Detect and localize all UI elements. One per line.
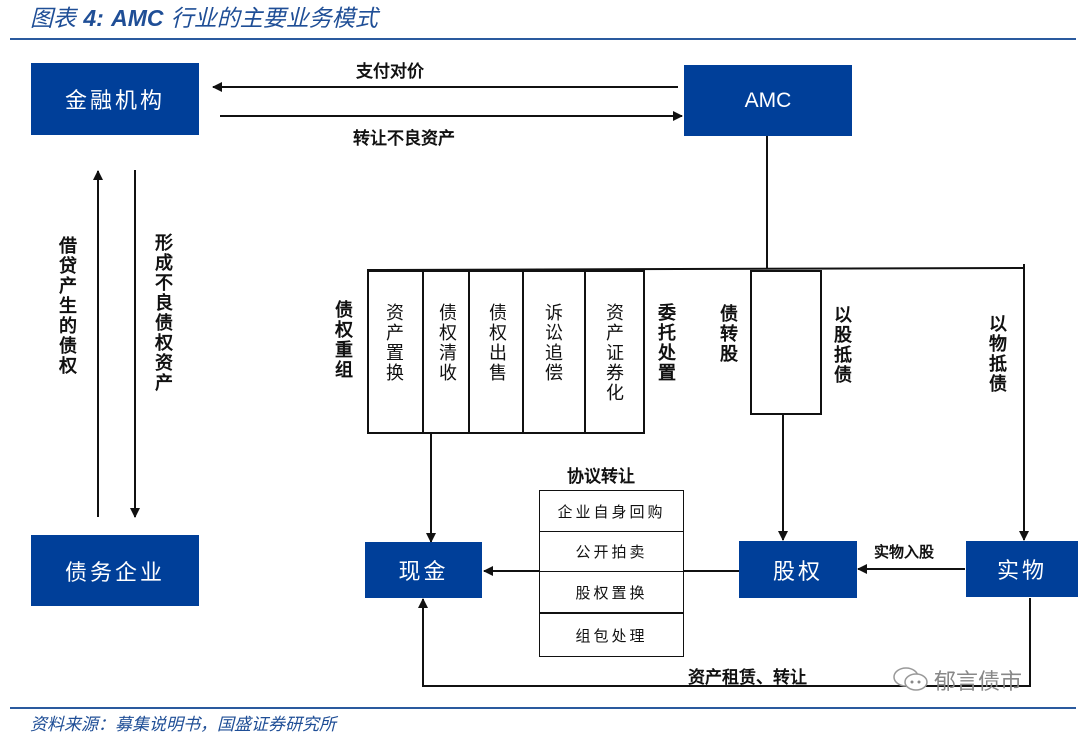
label-debt-restructuring: 债权重组 [332, 300, 353, 380]
method-securitization: 资产证券化 [603, 303, 624, 403]
watermark: 郁言债市 [892, 664, 1022, 696]
figure-title: 图表 4: AMC 行业的主要业务模式 [30, 0, 378, 36]
label-loan-claim: 借贷产生的债权 [56, 236, 77, 376]
label-lease-transfer: 资产租赁、转让 [688, 668, 807, 688]
label-pay-consideration: 支付对价 [356, 62, 424, 82]
method-debt-sale: 债权出售 [486, 303, 507, 383]
edge-bus [366, 267, 1025, 271]
debt-to-equity-frame [750, 270, 822, 415]
agreement-item-equity-swap: 股权置换 [539, 571, 684, 613]
debt-restructuring-frame [367, 270, 645, 434]
wechat-icon [892, 667, 930, 693]
label-transfer-npl: 转让不良资产 [353, 129, 455, 149]
source-note: 资料来源：募集说明书，国盛证券研究所 [30, 715, 336, 735]
agreement-item-bundle: 组包处理 [539, 613, 684, 657]
title-rest: 行业的主要业务模式 [170, 6, 378, 32]
node-financial-institution: 金融机构 [31, 63, 199, 135]
agreement-item-auction: 公开拍卖 [539, 531, 684, 572]
method-debt-collection: 债权清收 [436, 303, 457, 383]
label-in-kind-contribution: 实物入股 [874, 543, 935, 561]
method-asset-swap: 资产置换 [383, 303, 404, 383]
title-prefix: 图表 [30, 6, 76, 32]
node-equity: 股权 [739, 541, 857, 598]
title-number: 4: [83, 5, 104, 31]
method-litigation: 诉讼追偿 [542, 303, 563, 383]
bottom-rule [10, 707, 1076, 709]
node-cash: 现金 [365, 542, 482, 598]
edge-lease-transfer [418, 598, 1031, 687]
label-debt-to-equity: 债转股 [717, 304, 738, 364]
agreement-item-buyback: 企业自身回购 [539, 490, 684, 532]
label-agreement-transfer: 协议转让 [567, 467, 635, 487]
node-amc: AMC [684, 65, 852, 136]
node-physical-assets: 实物 [966, 541, 1078, 597]
label-forms-npl: 形成不良债权资产 [152, 233, 173, 393]
top-rule [10, 38, 1076, 40]
label-entrusted-disposal: 委托处置 [655, 303, 676, 383]
title-subject: AMC [111, 5, 164, 31]
label-asset-for-debt: 以物抵债 [986, 314, 1007, 394]
node-debtor-enterprise: 债务企业 [31, 535, 199, 606]
label-equity-for-debt: 以股抵债 [831, 305, 852, 385]
watermark-text: 郁言债市 [934, 670, 1023, 695]
